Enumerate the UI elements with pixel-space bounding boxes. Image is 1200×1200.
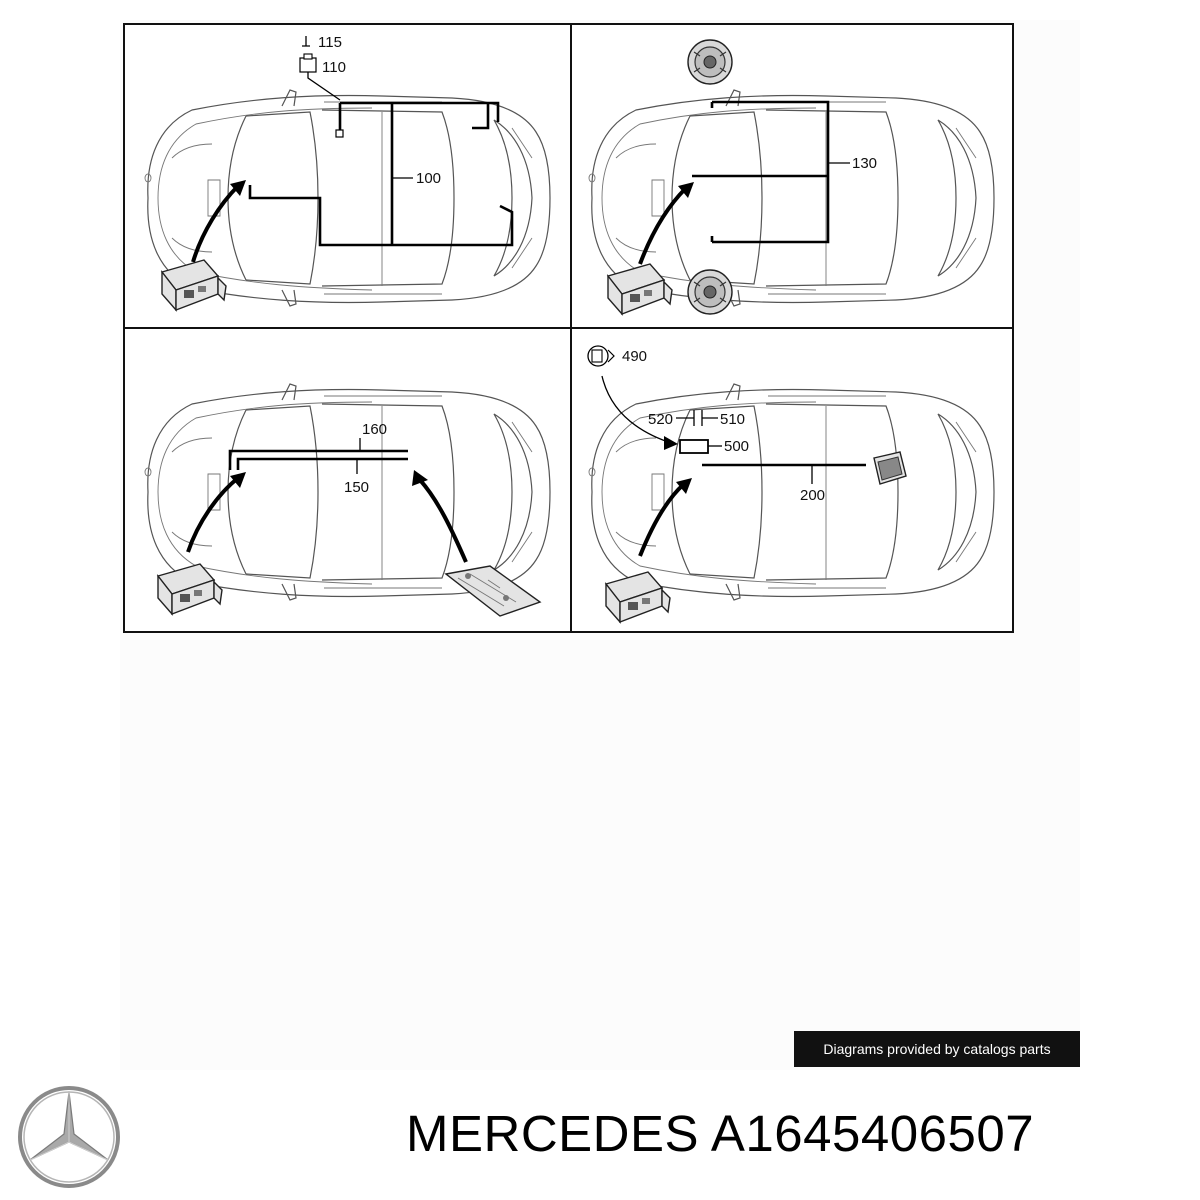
wire-150 (236, 457, 408, 470)
credit-badge: Diagrams provided by catalogs parts (794, 1031, 1080, 1067)
connector-115-icon (302, 36, 310, 47)
speaker-icon (687, 39, 733, 85)
label-150: 150 (344, 479, 369, 496)
label-130: 130 (852, 155, 877, 172)
label-115: 115 (318, 34, 342, 51)
display-200-icon (873, 451, 907, 485)
module-500-icon (679, 439, 709, 454)
label-160: 160 (362, 421, 387, 438)
speaker-icon (687, 269, 733, 315)
label-490: 490 (622, 348, 647, 365)
panel-3: 160 150 (144, 383, 551, 617)
label-520: 520 (648, 411, 673, 428)
connector-490-icon (587, 345, 615, 367)
wire-100 (248, 101, 514, 247)
mercedes-star-logo (18, 1086, 120, 1188)
control-module-icon (444, 565, 542, 617)
label-200: 200 (800, 487, 825, 504)
panel-1: 115 110 100 (144, 34, 551, 311)
credit-text: Diagrams provided by catalogs parts (823, 1041, 1051, 1057)
wire-160 (228, 449, 408, 470)
connector-110-icon (299, 53, 317, 73)
label-110: 110 (322, 59, 346, 76)
panel-4: 490 520 510 500 200 (587, 345, 995, 623)
panel-2: 130 (588, 39, 995, 315)
product-title: MERCEDES A1645406507 (406, 1105, 1035, 1162)
wire-130 (692, 100, 830, 244)
label-510: 510 (720, 411, 745, 428)
label-500: 500 (724, 438, 749, 455)
label-100: 100 (416, 170, 441, 187)
